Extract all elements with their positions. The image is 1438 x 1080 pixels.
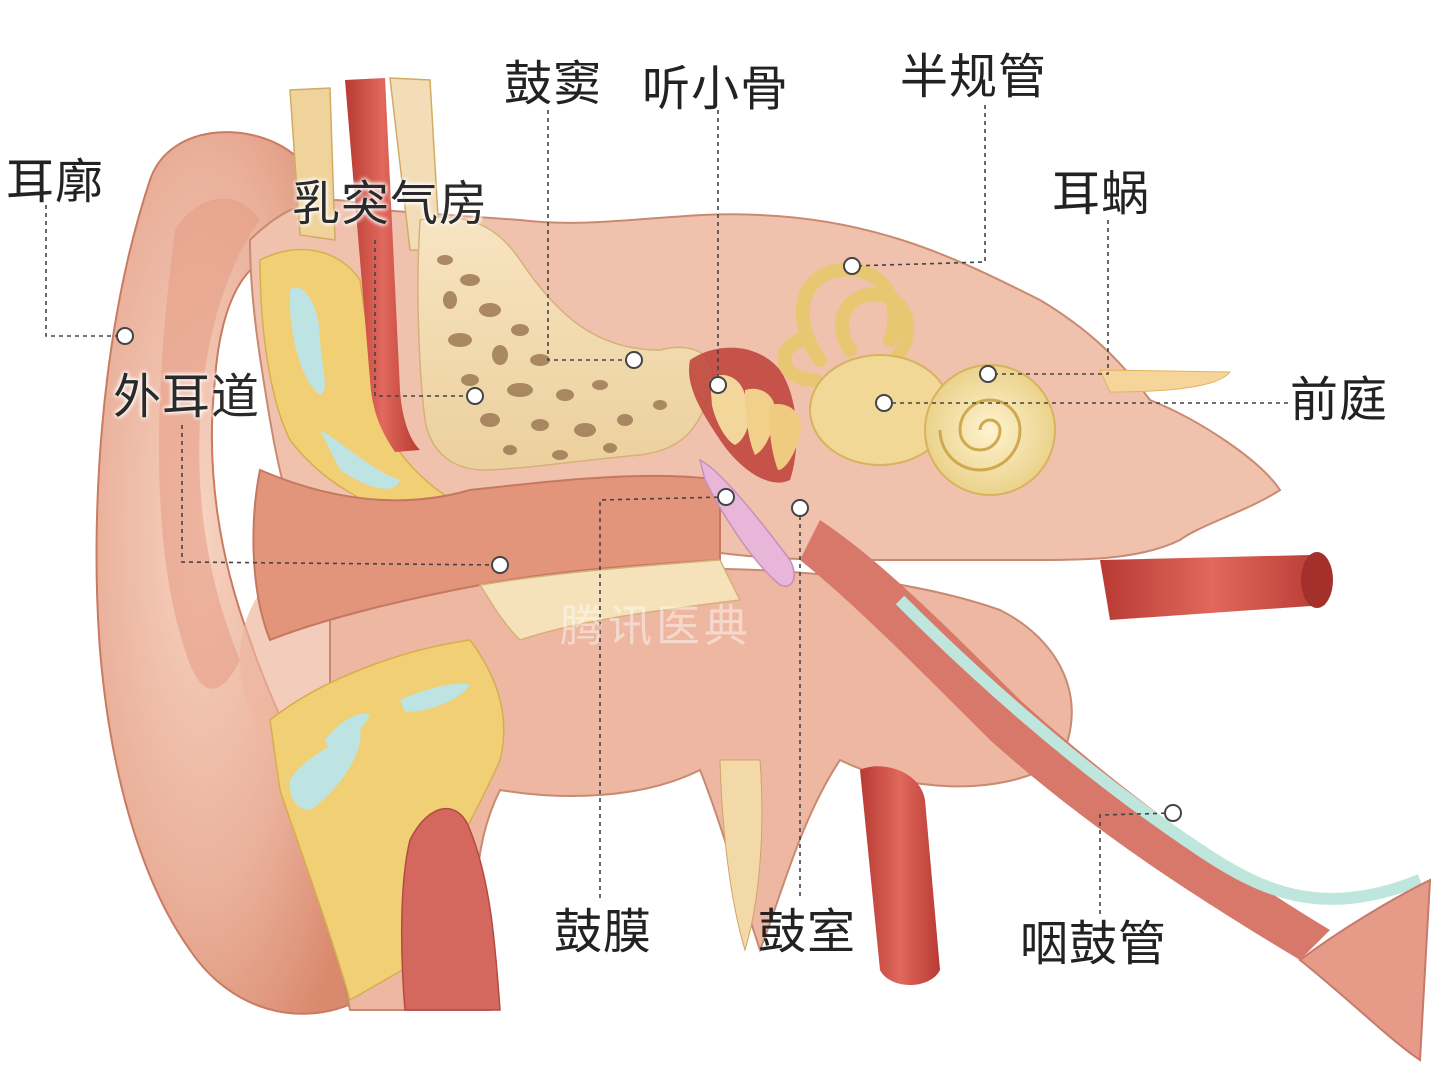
- label-mastoid-air-cells: 乳突气房: [292, 176, 489, 232]
- inner-ear-shape: [777, 262, 914, 387]
- carotid-artery-shape: [1100, 552, 1333, 620]
- label-tympanic-antrum: 鼓窦: [504, 56, 603, 112]
- pointer-dots: [116, 257, 1182, 822]
- nerve-shape: [1099, 369, 1232, 393]
- label-pinna: 耳廓: [6, 154, 105, 210]
- label-tympanic-cavity: 鼓室: [758, 904, 857, 960]
- styloid-process-shape: [719, 759, 763, 952]
- eustachian-tube-shape: [800, 520, 1432, 1062]
- external-canal-shape: [252, 468, 742, 642]
- label-semicircular-canals: 半规管: [900, 49, 1048, 105]
- label-vestibule: 前庭: [1290, 372, 1389, 428]
- jugular-vessel-shape: [860, 766, 940, 985]
- label-tympanic-membrane: 鼓膜: [554, 904, 653, 960]
- label-ossicles: 听小骨: [642, 61, 790, 117]
- leader-lines: [45, 105, 1290, 915]
- label-external-auditory-canal: 外耳道: [113, 369, 261, 425]
- watermark: 腾讯医典: [560, 601, 752, 652]
- superior-vessels: [289, 77, 441, 452]
- label-eustachian-tube: 咽鼓管: [1020, 916, 1168, 972]
- label-cochlea: 耳蜗: [1052, 166, 1151, 222]
- cochlea-shape: [924, 364, 1056, 496]
- mastoid-bone: [417, 216, 714, 471]
